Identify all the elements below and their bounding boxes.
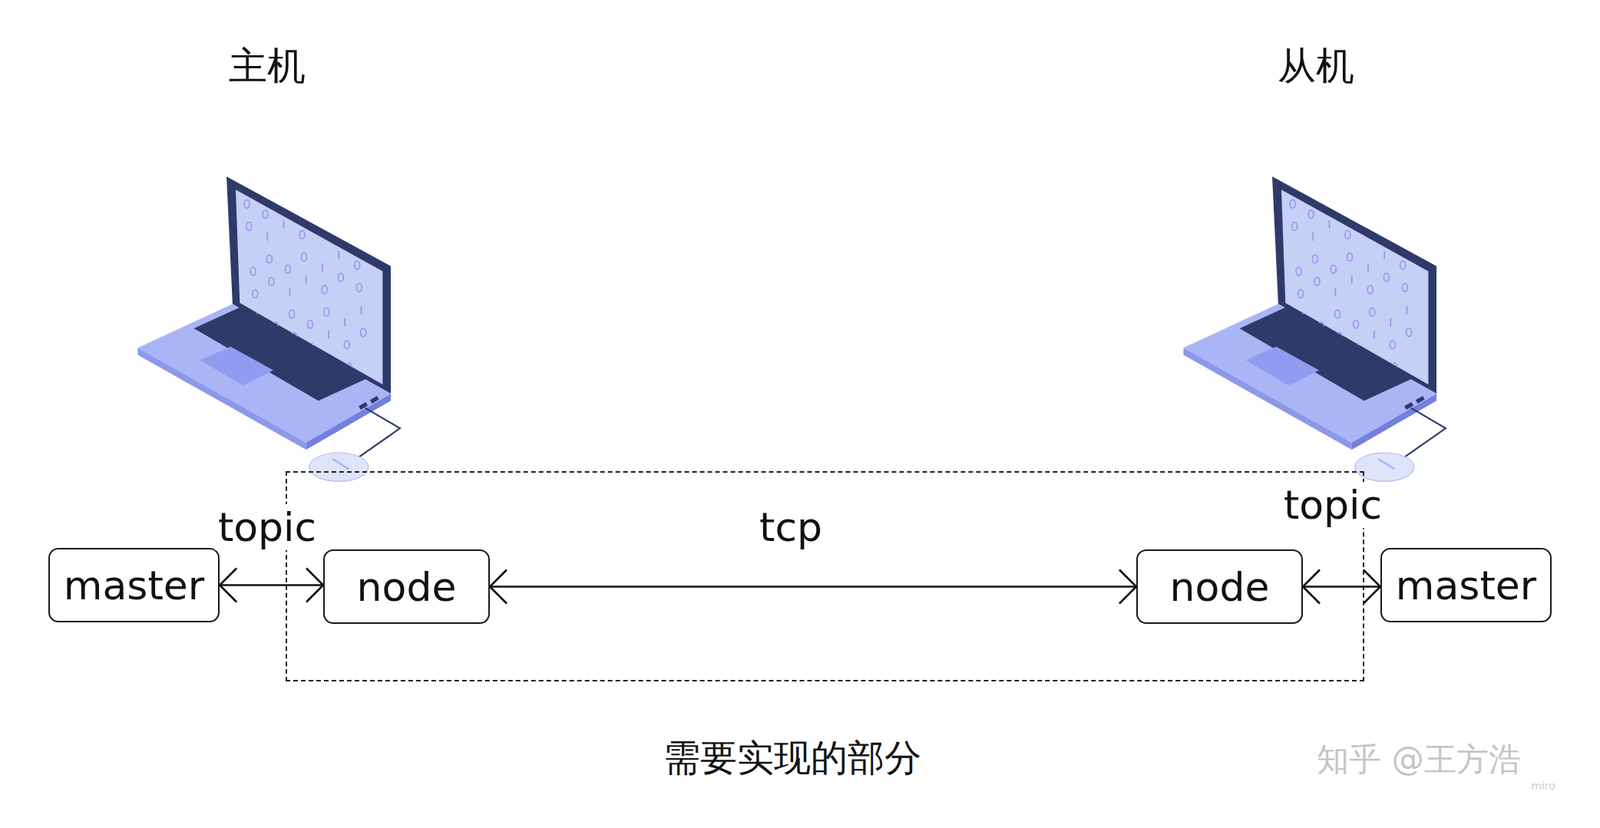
edge-label: topic [214, 504, 320, 551]
machine-title: 从机 [1277, 40, 1355, 93]
process-box: master [1380, 548, 1552, 623]
node-label: node [1170, 564, 1270, 611]
watermark: miro [1530, 780, 1556, 793]
process-box: node [1136, 549, 1303, 625]
process-box: node [323, 549, 490, 625]
watermark: 知乎 @王方浩 [1316, 738, 1521, 782]
node-label: master [1395, 562, 1537, 609]
region-caption: 需要实现的部分 [663, 733, 922, 784]
process-box: master [48, 548, 220, 623]
scope-region: 需要实现的部分nodenode [285, 471, 1365, 682]
edge-label: tcp [756, 504, 826, 551]
node-label: master [63, 562, 205, 609]
bidirectional-arrow [219, 568, 324, 603]
edge-label: topic [1280, 482, 1386, 529]
node-label: node [357, 564, 457, 611]
bidirectional-arrow [1302, 570, 1381, 605]
bidirectional-arrow [489, 570, 1137, 605]
machine-title: 主机 [228, 40, 306, 93]
